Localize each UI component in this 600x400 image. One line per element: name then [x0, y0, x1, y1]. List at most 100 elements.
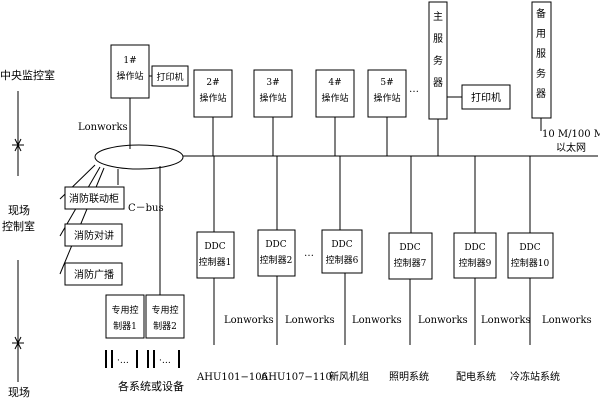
dedicated-controller-2: 专用控 制器2 — [145, 294, 185, 339]
station-label: 操作站 — [321, 92, 348, 104]
backup-server-char: 用 — [536, 29, 546, 40]
fire-linkage-cabinet: 消防联动柜 — [64, 186, 125, 210]
arrow-up-icon — [14, 341, 22, 350]
ddc-ellipsis: … — [304, 248, 314, 259]
station-label: 操作站 — [259, 92, 286, 104]
zone-field-control-room-line2: 控制室 — [2, 219, 35, 233]
device-label: 各系统或设备 — [118, 379, 184, 393]
main-server-char: 务 — [433, 54, 443, 67]
ddc-line2: 控制器7 — [394, 257, 427, 269]
ddc-line2: 控制器10 — [511, 257, 550, 269]
zone-field-control-room-line1: 现场 — [8, 203, 30, 217]
ddc-lonworks-label: Lonworks — [418, 315, 468, 326]
ddc-line2: 控制器2 — [260, 254, 293, 266]
main-server-char: 器 — [433, 77, 443, 89]
device-ellipsis: ·… — [117, 356, 129, 366]
station-number: 1# — [123, 56, 136, 66]
backup-server-char: 器 — [536, 88, 546, 100]
printer-box — [151, 65, 189, 87]
ddc-line1: DDC — [265, 240, 286, 250]
ddc-line2: 控制器6 — [326, 254, 359, 266]
station-4: 4# 操作站 — [315, 69, 355, 118]
ddc-box — [507, 232, 554, 279]
system-label: 配电系统 — [456, 370, 496, 383]
fire-box — [64, 223, 123, 247]
dedicated-controller-line1: 专用控 — [151, 304, 178, 316]
ddc-line2: 控制器9 — [459, 257, 492, 269]
station-label: 操作站 — [373, 92, 400, 104]
ddc-lonworks-label: Lonworks — [542, 315, 592, 326]
ddc-box — [388, 232, 433, 280]
ddc-line2: 控制器1 — [199, 256, 232, 268]
arrow-up-icon — [14, 143, 22, 152]
printer-box — [461, 84, 511, 110]
ddc-controller-6: DDC 控制器6 Lonworks — [321, 156, 402, 345]
station-number: 5# — [380, 78, 393, 88]
main-server-char: 主 — [433, 11, 443, 23]
fire-box-label: 消防联动柜 — [69, 192, 119, 205]
device-ellipsis: ·… — [159, 356, 171, 366]
main-server: 主 服 务 器 — [428, 1, 448, 120]
zone-control-room: 中央监控室 — [0, 68, 55, 82]
station-box — [110, 44, 150, 99]
system-labels: AHU101−106 AHU107−110 新风机组 照明系统 配电系统 冷冻站… — [196, 370, 560, 383]
stations-ellipsis: … — [409, 84, 419, 95]
station-number: 4# — [328, 78, 341, 88]
printer-1: 打印机 — [151, 65, 189, 87]
station-1: 1# 操作站 — [110, 44, 150, 99]
fire-box-label: 消防广播 — [74, 268, 114, 281]
printer-label: 打印机 — [156, 71, 183, 83]
station-number: 3# — [266, 78, 279, 88]
system-label: 冷冻站系统 — [510, 370, 560, 383]
ddc-controller-2: DDC 控制器2 Lonworks — [257, 156, 335, 345]
station-box — [315, 69, 355, 118]
station-label: 操作站 — [116, 70, 143, 82]
dedicated-controller-line2: 制器2 — [153, 320, 177, 332]
backup-server-char: 务 — [536, 67, 546, 80]
ddc-controller-10: DDC 控制器10 Lonworks — [507, 156, 592, 345]
dedicated-controller-line1: 专用控 — [111, 304, 138, 316]
ddc-line1: DDC — [464, 243, 485, 253]
ddc-line1: DDC — [331, 240, 352, 250]
cbus-label: C－bus — [128, 203, 164, 214]
dedicated-controller-box — [105, 294, 145, 339]
dedicated-controller-1: 专用控 制器1 — [105, 294, 145, 339]
fire-box — [64, 186, 125, 210]
fire-broadcast: 消防广播 — [64, 262, 123, 286]
station-box — [367, 69, 407, 118]
fire-box — [64, 262, 123, 286]
ddc-line1: DDC — [399, 243, 420, 253]
backup-server: 备 用 服 务 器 — [531, 1, 552, 119]
system-label: AHU101−106 — [196, 372, 268, 383]
ddc-lonworks-label: Lonworks — [352, 315, 402, 326]
ddc-controller-7: DDC 控制器7 Lonworks — [388, 156, 468, 345]
ddc-lonworks-label: Lonworks — [224, 315, 274, 326]
printer-2: 打印机 — [461, 84, 511, 110]
station-label: 操作站 — [199, 92, 226, 104]
station-box — [193, 69, 233, 118]
station-number: 2# — [206, 78, 219, 88]
station-5: 5# 操作站 — [367, 69, 407, 118]
ddc-controller-9: DDC 控制器9 Lonworks — [453, 156, 531, 345]
network-speed-label: 10 M/100 M/s — [542, 129, 600, 140]
level-markers: 中央监控室 现场 控制室 现场 — [0, 68, 55, 399]
ddc-line1: DDC — [204, 242, 225, 252]
zone-field: 现场 — [8, 385, 30, 399]
ddc-controller-1: DDC 控制器1 Lonworks — [196, 156, 274, 345]
dedicated-controller-line2: 制器1 — [113, 320, 137, 332]
station-2: 2# 操作站 — [193, 69, 233, 118]
printer-label: 打印机 — [471, 91, 501, 104]
dedicated-controller-box — [145, 294, 185, 339]
station-3: 3# 操作站 — [253, 69, 293, 118]
ddc-lonworks-label: Lonworks — [285, 315, 335, 326]
backup-server-char: 服 — [536, 48, 546, 60]
ddc-box — [321, 229, 363, 274]
lonworks-label: Lonworks — [78, 122, 128, 133]
ddc-lonworks-label: Lonworks — [481, 315, 531, 326]
system-label: AHU107−110 — [260, 372, 332, 383]
system-label: 新风机组 — [329, 370, 369, 383]
lonworks-ellipse — [94, 144, 184, 170]
station-box — [253, 69, 293, 118]
main-server-char: 服 — [433, 33, 443, 45]
